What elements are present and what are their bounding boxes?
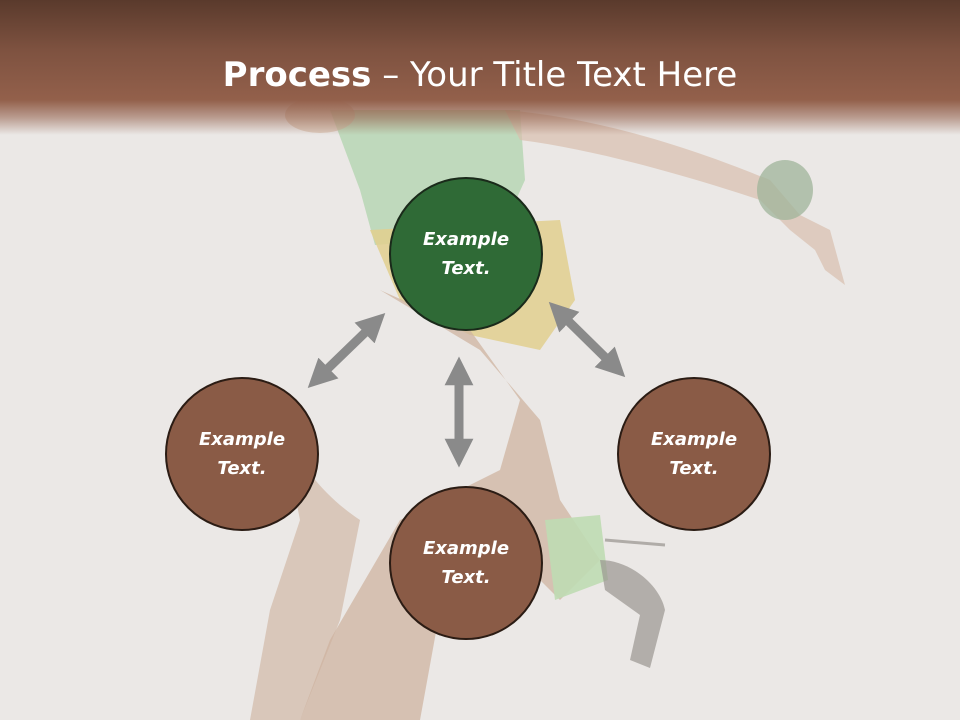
title-bar xyxy=(0,0,960,135)
center-node[interactable]: Example Text. xyxy=(389,177,543,331)
title-separator: – xyxy=(371,55,411,95)
title-rest: Your Title Text Here xyxy=(410,55,738,95)
left-node[interactable]: Example Text. xyxy=(165,377,319,531)
title-bold: Process xyxy=(222,55,372,95)
bottom-node-text: Example Text. xyxy=(422,538,510,588)
left-node-text: Example Text. xyxy=(198,429,286,479)
right-node-text: Example Text. xyxy=(650,429,738,479)
center-node-text: Example Text. xyxy=(422,229,510,279)
slide-title: Process – Your Title Text Here xyxy=(0,50,960,100)
bottom-node[interactable]: Example Text. xyxy=(389,486,543,640)
right-node[interactable]: Example Text. xyxy=(617,377,771,531)
